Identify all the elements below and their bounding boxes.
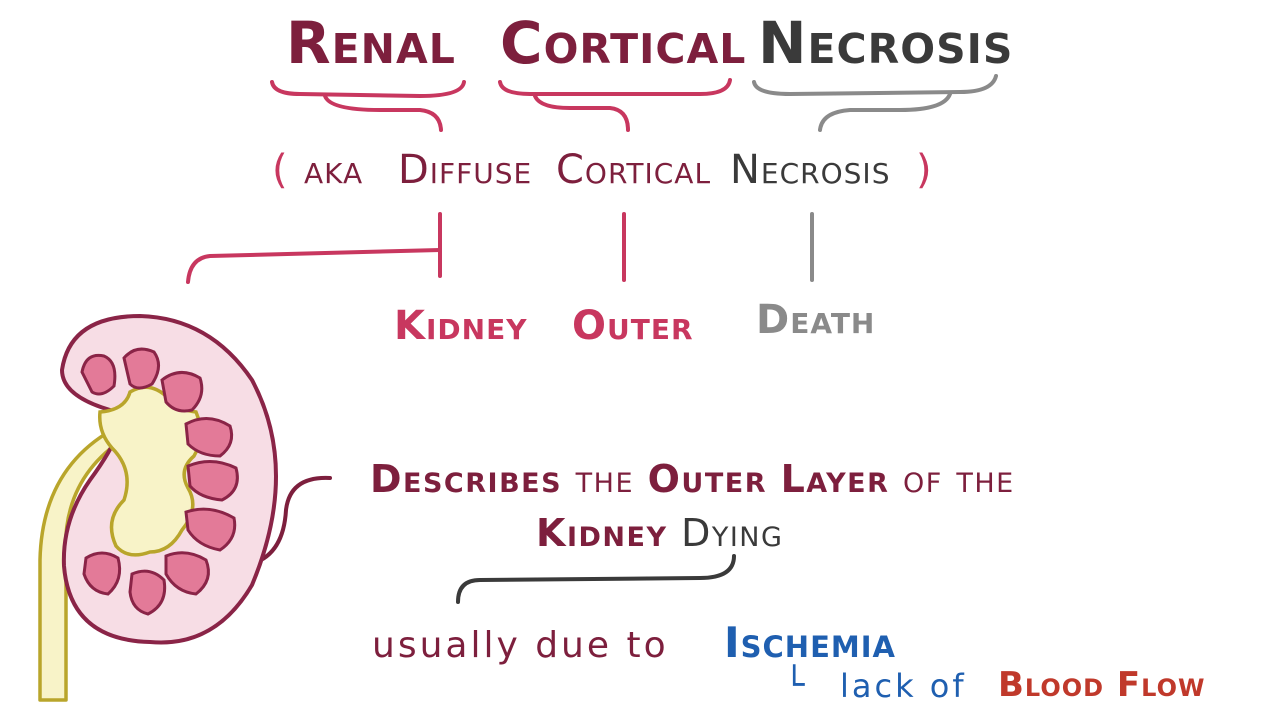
desc-the-2: the bbox=[956, 457, 1015, 501]
aka-cortical: Cortical bbox=[556, 147, 712, 193]
cause-ischemia: Ischemia bbox=[724, 618, 896, 667]
kidney-illustration bbox=[38, 314, 278, 702]
pyramid bbox=[184, 417, 234, 458]
description-line-2: Kidney Dying bbox=[536, 514, 783, 552]
pyramid bbox=[160, 371, 204, 413]
aka-prefix: aka bbox=[304, 147, 364, 193]
brace-renal bbox=[270, 80, 466, 132]
dying-bracket bbox=[456, 554, 736, 604]
pyramid bbox=[184, 507, 237, 552]
connector-diffuse bbox=[186, 212, 442, 284]
title-cortical: Cortical bbox=[500, 9, 747, 77]
aka-close-paren: ) bbox=[916, 147, 933, 193]
desc-layer: Layer bbox=[780, 457, 890, 501]
title-necrosis: Necrosis bbox=[758, 9, 1014, 77]
aka-open-paren: ( bbox=[272, 147, 289, 193]
description-line-1: Describes the Outer Layer of the bbox=[370, 460, 1015, 498]
cause-prefix: usually due to bbox=[372, 625, 669, 666]
pyramid bbox=[164, 551, 210, 596]
pyramid bbox=[128, 569, 167, 616]
definition-blood-flow: Blood Flow bbox=[998, 665, 1206, 705]
brace-cortical bbox=[498, 78, 732, 132]
gloss-outer: Outer bbox=[572, 303, 694, 349]
brace-necrosis bbox=[752, 74, 998, 132]
renal-pyramids bbox=[80, 347, 239, 616]
gloss-death: Death bbox=[756, 297, 876, 343]
desc-kidney: Kidney bbox=[536, 511, 668, 555]
definition-prefix: lack of bbox=[840, 667, 967, 705]
pyramid bbox=[186, 460, 239, 502]
desc-of: of bbox=[903, 457, 943, 501]
aka-necrosis: Necrosis bbox=[730, 147, 891, 193]
desc-describes: Describes bbox=[370, 457, 563, 501]
definition-arrow-icon: └ bbox=[784, 665, 805, 705]
pyramid bbox=[82, 551, 122, 596]
title-renal: Renal bbox=[286, 9, 456, 77]
desc-the: the bbox=[575, 457, 635, 501]
gloss-kidney: Kidney bbox=[394, 303, 528, 349]
desc-dying: Dying bbox=[681, 511, 784, 555]
pyramid bbox=[80, 353, 117, 396]
desc-outer: Outer bbox=[647, 457, 767, 501]
pyramid bbox=[122, 347, 160, 390]
aka-diffuse: Diffuse bbox=[398, 147, 533, 193]
